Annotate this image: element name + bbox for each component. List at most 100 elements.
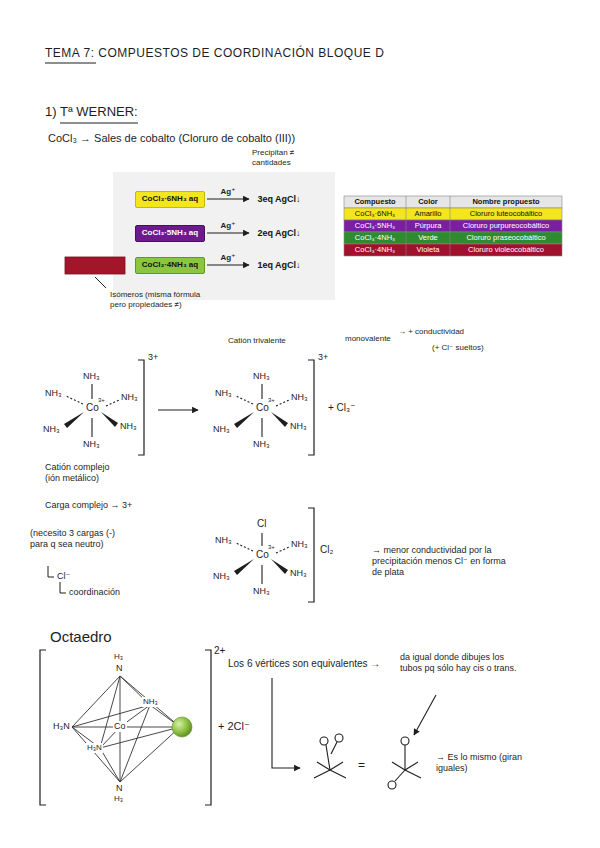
stick-figure [326, 745, 330, 770]
table-cell: Cloruro purpureocobáltico [450, 220, 562, 232]
ligand-label: NH₃ [215, 535, 232, 546]
bond-line [106, 400, 119, 406]
table-grid [344, 196, 562, 256]
stick-figure [330, 762, 343, 770]
handwritten-note: Isómeros (misma fórmula pero propiedades… [110, 290, 210, 309]
ligand-label: NH₃ [215, 388, 232, 399]
stick-figure [320, 737, 328, 745]
bond-line [66, 396, 83, 404]
ligand-label: NH₃ [83, 371, 100, 382]
result-text: 2eq AgCl↓ [252, 226, 306, 241]
counter-ion: Cl₂ [320, 544, 333, 556]
bracket-line [60, 582, 66, 593]
reaction-arrow [207, 232, 249, 233]
reaction-arrow [207, 264, 249, 265]
metal-symbol: Co [256, 549, 269, 561]
chloride-ball [172, 717, 192, 737]
underline [45, 63, 138, 123]
stick-figure [404, 745, 405, 770]
wedge-bond [101, 412, 118, 427]
compound-box: CoCl₃·6NH₃ aq [135, 191, 205, 208]
underline [45, 62, 96, 63]
bond-line [236, 396, 253, 404]
stick-figure [314, 734, 421, 789]
metal-symbol: Co [256, 402, 269, 414]
handwritten-note: → menor conductividad por la precipitaci… [372, 545, 507, 577]
table-cell: CoCl₃·5NH₃ [344, 220, 406, 232]
result-text: 1eq AgCl↓ [252, 258, 306, 273]
section-heading: Octaedro [50, 628, 112, 646]
ligand-label: H₃N [86, 743, 103, 753]
wedge-bond [271, 559, 288, 574]
octahedron-edge [120, 676, 121, 727]
handwritten-note: da igual donde dibujes los tubos pq sólo… [400, 652, 520, 674]
wedge-bond [234, 559, 254, 575]
edge-label: Ag⁺ [220, 222, 237, 231]
reaction-arrow [207, 198, 249, 199]
counter-ion: + Cl₃⁻ [328, 402, 355, 414]
wedge-bond [64, 412, 84, 428]
stick-figure [405, 762, 418, 770]
ligand-label: NH₃ [83, 439, 100, 450]
complex-bracket [308, 360, 314, 455]
bond-line [276, 547, 289, 553]
octahedron-edge [120, 727, 180, 728]
compound-box: CoCl₃·5NH₃ aq [135, 225, 205, 242]
stick-figure [388, 781, 396, 789]
metal-symbol: Co [113, 721, 127, 732]
table-cell: Cloruro praseocobáltico [450, 232, 562, 244]
complex-bracket [40, 650, 46, 805]
complex-bracket [40, 360, 314, 805]
ligand-label: NH₃ [253, 586, 270, 597]
leader-line [95, 277, 106, 288]
handwritten-note: Cl⁻ [57, 571, 70, 582]
ligand-label: NH₃ [45, 388, 62, 399]
handwritten-note: monovalente [345, 334, 391, 344]
figure-panel [113, 172, 335, 300]
stick-figure [330, 770, 346, 778]
bond-line [261, 384, 262, 399]
handwritten-note: Los 6 vértices son equivalentes → [228, 658, 380, 670]
handwritten-note: Carga complejo → 3+ [45, 500, 132, 511]
stick-figure [314, 770, 330, 778]
handwritten-note: Catión complejo (ión metálico) [45, 462, 125, 484]
wedge-bond [271, 412, 288, 427]
ligand-label: NH₃ [121, 392, 138, 403]
reaction-arrow [158, 409, 198, 410]
handwritten-note: (necesito 3 cargas (-) para q sea neutro… [30, 528, 130, 550]
charge-label: 3+ [268, 397, 275, 404]
table-header: Color [406, 196, 450, 208]
table-cell: Cloruro violeocobáltico [450, 244, 562, 256]
node-text: CoCl₃·5NH₃ aq [142, 228, 198, 237]
bond-line [261, 418, 262, 437]
counter-ion: + 2Cl⁻ [218, 720, 250, 733]
ligand-label: NH₃ [291, 392, 308, 403]
bond-line [261, 533, 262, 546]
table-cell: CoCl₃·4NH₃ [344, 232, 406, 244]
section-heading: 1) Tª WERNER: [45, 104, 138, 120]
handwritten-note: Precipitan ≠ cantidades [252, 148, 330, 167]
stick-figure [392, 762, 405, 770]
chloride-ball [172, 717, 192, 737]
bond-line [91, 384, 92, 399]
charge-label: 3+ [148, 352, 158, 363]
reaction-arrow [272, 678, 300, 768]
underline [60, 122, 138, 123]
bond-line [261, 565, 262, 584]
table-grid [344, 196, 562, 208]
ligand-label: H₃ [114, 652, 123, 662]
handwritten-note: → Es lo mismo (giran iguales) [436, 752, 526, 774]
node-text: CoCl₃·4NH₃ aq [142, 260, 198, 269]
node-text: 1eq AgCl↓ [257, 260, 300, 270]
table-grid [344, 220, 562, 232]
octahedron-edge [120, 676, 180, 727]
charge-label: 2+ [214, 645, 225, 657]
figure-panel [65, 172, 335, 300]
ligand-label: NH₃ [213, 424, 230, 435]
charge-label: 3+ [318, 352, 328, 363]
ligand-label: NH₃ [291, 539, 308, 550]
bracket-line [48, 566, 54, 577]
ligand-label: Cl [257, 518, 266, 530]
complex-bracket [138, 360, 144, 455]
